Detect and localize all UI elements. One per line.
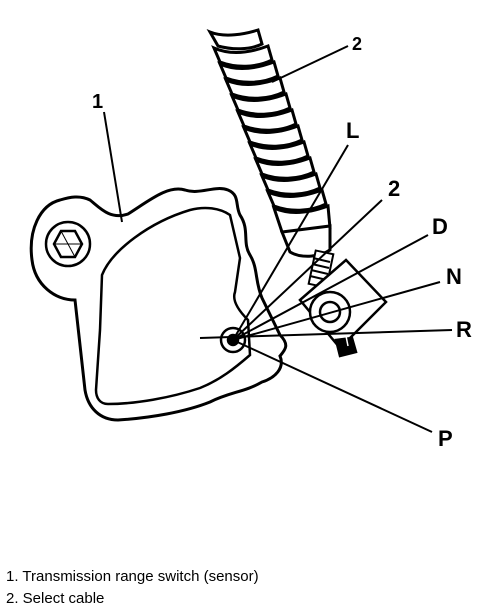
leader-part-1 bbox=[103, 111, 123, 223]
callout-P: P bbox=[438, 426, 453, 451]
leader-P bbox=[232, 339, 433, 433]
transmission-range-switch-diagram: 1 2 L 2 D N R P bbox=[29, 28, 472, 451]
mounting-bolt bbox=[44, 220, 92, 268]
callout-1: 1 bbox=[92, 91, 103, 113]
callout-N: N bbox=[446, 264, 462, 289]
leader-2 bbox=[232, 199, 383, 341]
switch-housing bbox=[29, 187, 288, 422]
leader-L bbox=[232, 144, 349, 341]
leader-part-2 bbox=[271, 45, 349, 83]
callout-L: L bbox=[346, 118, 359, 143]
callout-2-mid: 2 bbox=[388, 176, 400, 201]
legend-item-2: 2. Select cable bbox=[6, 590, 105, 607]
legend-item-1: 1. Transmission range switch (sensor) bbox=[6, 568, 259, 585]
leader-N bbox=[232, 281, 441, 341]
position-lines bbox=[199, 144, 453, 433]
callout-R: R bbox=[456, 317, 472, 342]
callout-D: D bbox=[432, 214, 448, 239]
legend: 1. Transmission range switch (sensor) 2.… bbox=[6, 566, 259, 610]
leader-R bbox=[199, 329, 453, 339]
leader-D bbox=[232, 234, 429, 341]
part-leaders bbox=[103, 45, 349, 223]
callout-2-top: 2 bbox=[352, 34, 362, 54]
